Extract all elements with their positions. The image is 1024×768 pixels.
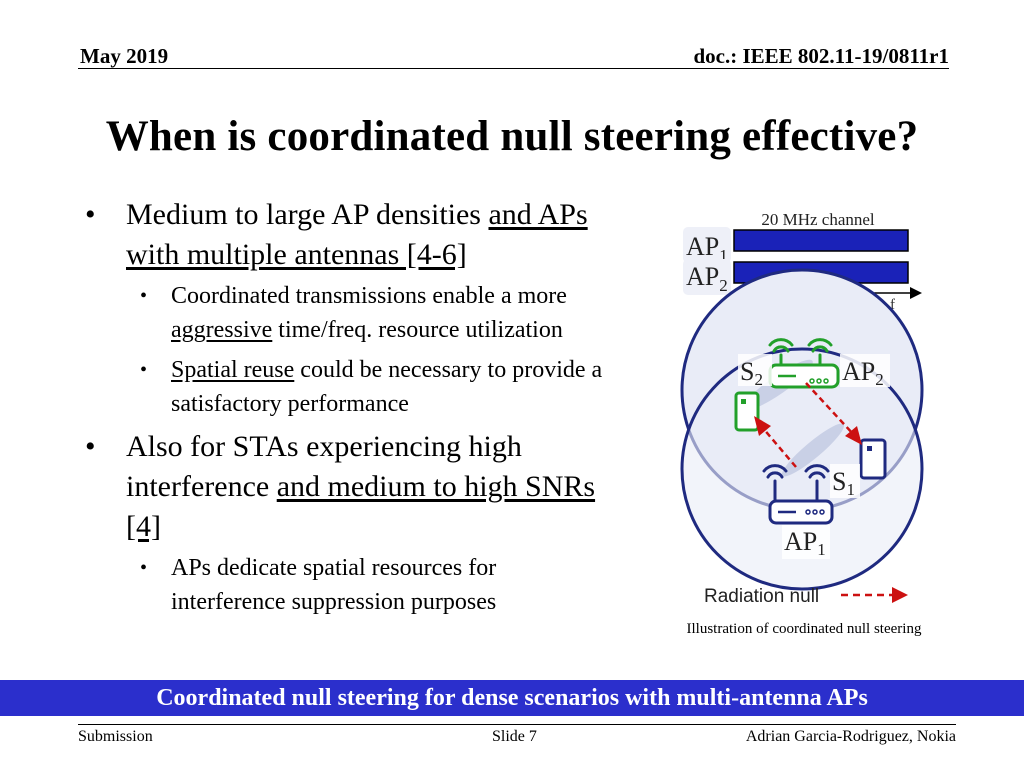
ap2-router-icon [768, 363, 840, 389]
ap2-label: AP2 [842, 357, 884, 389]
bullet-text-tail: could be necessary to provide a satisfac… [171, 357, 603, 417]
bullet-underlined-text: and medium to high SNRs [4] [126, 470, 596, 543]
figure-caption: Illustration of coordinated null steerin… [686, 621, 922, 637]
bullet-glyph: • [140, 285, 148, 307]
bullet-text: Medium to large AP densities [126, 198, 489, 231]
legend-null-arrow [841, 587, 908, 603]
legend-label: Radiation null [704, 586, 819, 607]
subbullet-spatial-resources: • APs dedicate spatial resources for int… [85, 551, 610, 619]
bullet-ap-density: • Medium to large AP densities and APs w… [85, 195, 610, 275]
bullet-text-tail: time/freq. resource utilization [272, 317, 563, 343]
ap1-label: AP1 [784, 527, 826, 559]
ap1-router-icon [768, 499, 834, 525]
footer-submission: Submission [78, 728, 153, 745]
bullet-glyph: • [140, 359, 148, 381]
ap1-bar-label: AP1 [686, 232, 728, 265]
footer-slide-number: Slide 7 [492, 728, 537, 745]
wifi-icon [807, 338, 833, 367]
radiation-null-arrow [805, 382, 862, 445]
bullet-underlined-text: Spatial reuse [171, 357, 295, 383]
bullet-underlined-text: and APs with multiple antennas [4-6] [126, 198, 588, 271]
header-doc-id: doc.: IEEE 802.11-19/0811r1 [693, 44, 949, 68]
s2-phone-icon [734, 391, 760, 432]
bullet-list: • Medium to large AP densities and APs w… [85, 195, 610, 625]
radiation-null-arrow [754, 416, 797, 468]
bullet-glyph: • [85, 430, 96, 463]
s1-label: S1 [832, 467, 855, 499]
bullet-underlined-text: aggressive [171, 317, 273, 343]
ap1-bar-label-bg [683, 227, 731, 263]
s1-label-bg [830, 464, 860, 498]
frequency-label: f [890, 297, 895, 313]
null-steering-figure: 20 MHz channel AP1 AP2 f S2 AP2 [680, 210, 924, 607]
bullet-glyph: • [85, 198, 96, 231]
bullet-text: Coordinated transmissions enable a more [171, 283, 567, 309]
ap2-bar-label-bg [683, 259, 731, 295]
s2-label: S2 [740, 357, 763, 389]
s2-label-bg [738, 354, 772, 386]
ap2-bar-label: AP2 [686, 262, 728, 295]
beam-shadow [781, 423, 845, 477]
bullet-high-interference: • Also for STAs experiencing high interf… [85, 427, 610, 547]
ap1-label-bg [782, 525, 830, 559]
summary-banner: Coordinated null steering for dense scen… [0, 680, 1024, 716]
footer-divider [78, 724, 956, 725]
bullet-glyph: • [140, 557, 148, 579]
slide-title: When is coordinated null steering effect… [105, 113, 919, 160]
footer-author: Adrian Garcia-Rodriguez, Nokia [745, 728, 956, 745]
wifi-icon [804, 464, 830, 503]
bullet-text: Also for STAs experiencing high interfer… [126, 430, 522, 503]
bullet-text: APs dedicate spatial resources for inter… [171, 555, 497, 615]
frequency-axis-arrow-icon [910, 287, 922, 299]
wifi-icon [762, 464, 788, 503]
s1-phone-icon [859, 438, 887, 480]
header-divider [78, 68, 949, 69]
subbullet-spatial-reuse: • Spatial reuse could be necessary to pr… [85, 353, 610, 421]
subbullet-coordinated-transmissions: • Coordinated transmissions enable a mor… [85, 279, 610, 347]
ap1-channel-bar [733, 229, 909, 252]
channel-label: 20 MHz channel [761, 210, 875, 229]
header-date: May 2019 [80, 44, 169, 68]
wifi-icon [768, 338, 794, 367]
ap2-label-bg [840, 354, 890, 387]
